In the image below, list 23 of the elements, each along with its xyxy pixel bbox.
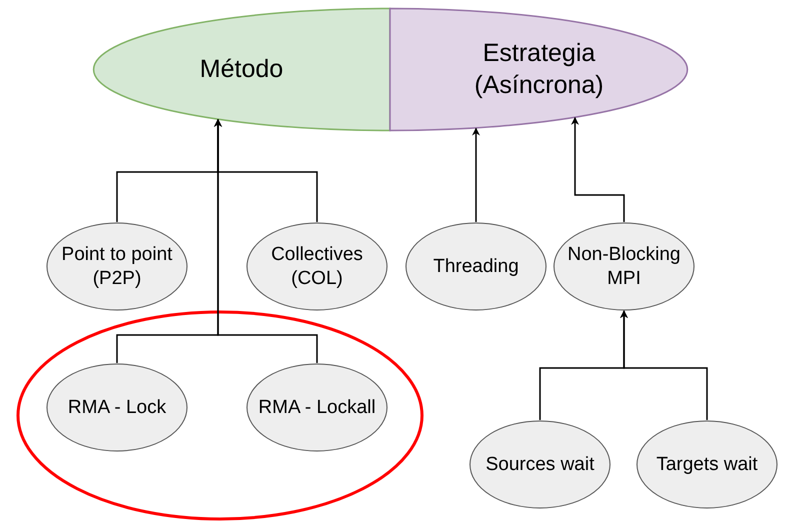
node-label: Targets wait (655, 452, 759, 476)
node-label: RMA - Lockall (257, 396, 377, 420)
ellipse-node (469, 420, 611, 509)
node-label: Point to point (P2P) (60, 242, 174, 290)
ellipse-node (636, 420, 778, 509)
node-label: Collectives (COL) (270, 242, 364, 290)
node-label: Non-Blocking MPI (566, 242, 682, 290)
node-label: Método (198, 54, 284, 85)
arrow (571, 116, 625, 222)
arrow (214, 118, 318, 363)
node-label: RMA - Lock (66, 396, 168, 420)
arrow (620, 310, 708, 420)
ellipse-node (246, 363, 388, 452)
ellipse-node (246, 222, 388, 311)
ellipse-node (405, 222, 547, 311)
highlight-ellipse (16, 310, 424, 521)
arrow (472, 128, 480, 222)
node-label: Threading (432, 254, 520, 278)
ellipse-node (46, 222, 188, 311)
node-label: Sources wait (484, 452, 596, 476)
ellipse-node (46, 363, 188, 452)
ellipse-node (553, 222, 695, 311)
node-label: Estrategia (Asíncrona) (473, 38, 605, 100)
